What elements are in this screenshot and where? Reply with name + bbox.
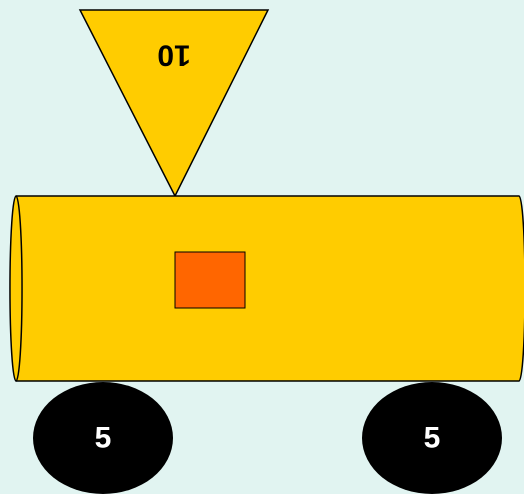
wheel-left-label: 5	[95, 422, 112, 455]
funnel-label: 10	[157, 39, 190, 72]
wheel-right-shape	[362, 382, 502, 494]
funnel-triangle	[78, 9, 270, 198]
funnel: 10	[78, 9, 270, 198]
car-body-cylinder	[9, 195, 524, 382]
car-body	[9, 195, 524, 382]
wheel-left: 5	[33, 382, 173, 494]
wheel-right-label: 5	[424, 422, 441, 455]
wheel-left-shape	[33, 382, 173, 494]
car-body-front-edge	[15, 195, 23, 382]
car-window	[174, 251, 246, 309]
wheel-right: 5	[362, 382, 502, 494]
